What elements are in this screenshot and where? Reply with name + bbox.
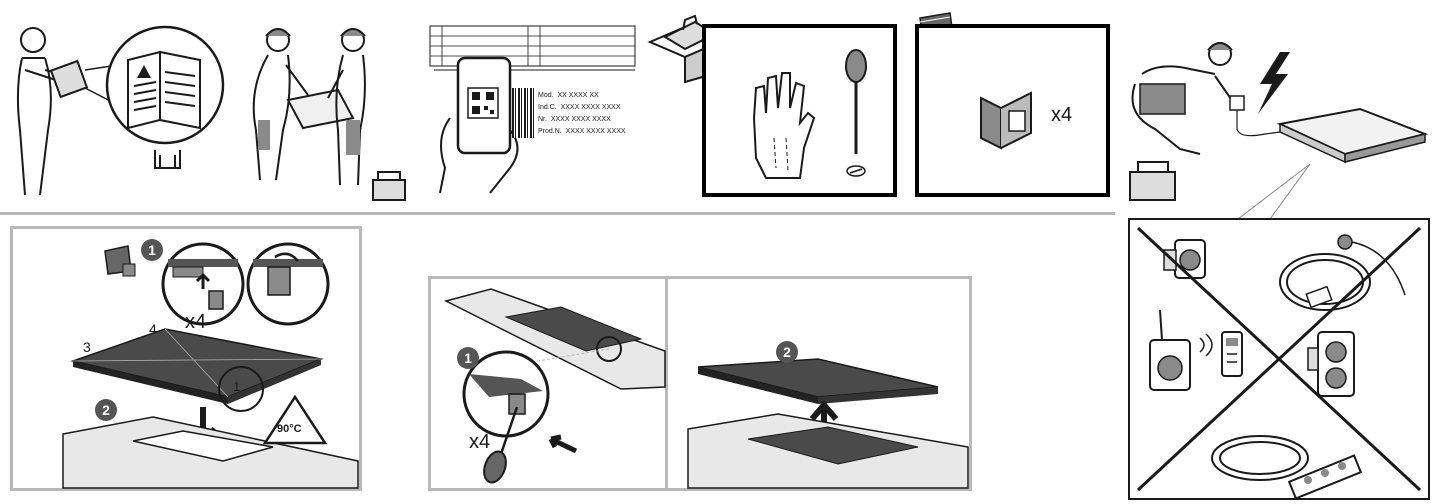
step-1-badge: 1: [141, 239, 163, 261]
step-2-badge: 2: [95, 399, 117, 421]
temperature-warning-label: 90°C: [277, 423, 302, 435]
unclip-screwdriver-diagram: [443, 288, 666, 484]
corner-label-4: 4: [149, 321, 157, 337]
label-row: Mod. XX XXXX XX: [538, 92, 599, 99]
forbidden-connections-icon: [1136, 226, 1422, 500]
parts-quantity-label: x4: [1051, 104, 1073, 126]
screwdriver-quantity-label: x4: [469, 431, 491, 453]
label-row: Ind.C. XXXX XXXX XXXX: [538, 104, 621, 111]
rating-plate-scene: Mod. XX XXXX XX Ind.C. XXXX XXXX XXXX Nr…: [429, 20, 640, 210]
removal-panel: 1 x4 2: [428, 276, 972, 491]
label-row: Prod.N. XXXX XXXX XXXX: [538, 128, 626, 135]
phone-qr-icon: [439, 56, 519, 194]
no-extension-panel: [1128, 218, 1430, 500]
screwdriver-icon: [845, 49, 867, 177]
electrician-icon: [1129, 42, 1429, 220]
label-row: Nr. XXXX XXXX XXXX: [538, 116, 611, 123]
removal-step-2-badge: 2: [776, 341, 798, 363]
corner-label-3: 3: [83, 339, 91, 355]
reading-person-icon: [16, 25, 225, 196]
clips-quantity-label: x4: [185, 311, 207, 333]
two-person-lift-scene: [228, 10, 418, 210]
parts-panel: x4: [915, 24, 1110, 197]
removal-step-1-badge: 1: [457, 347, 479, 369]
installation-panel: 1 x4 4 3 1 2 90°C: [10, 226, 362, 491]
corner-label-1: 1: [233, 379, 241, 394]
read-manual-scene: [0, 10, 230, 210]
label-rows: Mod. XX XXXX XX Ind.C. XXXX XXXX XXXX Nr…: [538, 90, 638, 138]
disconnect-power-scene: [1120, 14, 1430, 220]
mounting-clip-icon: [980, 91, 1032, 150]
gloves-icon: [752, 72, 816, 179]
row-divider: [0, 212, 1115, 215]
two-workers-icon: [252, 28, 406, 201]
lift-hob-out-diagram: [687, 358, 969, 489]
hob-into-cutout-diagram: [62, 242, 359, 489]
removal-panel-divider: [665, 279, 668, 488]
tools-panel: [702, 24, 897, 197]
barcode: [512, 88, 534, 138]
